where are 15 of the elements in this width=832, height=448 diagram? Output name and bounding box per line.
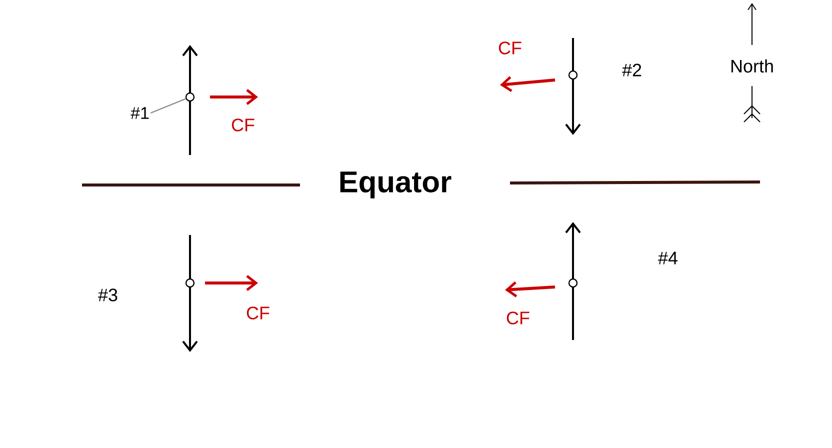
force-label: CF [506,312,530,324]
force-label: CF [498,42,522,54]
leader-line [150,98,186,114]
force-label: CF [246,306,270,320]
point-marker [568,278,578,288]
callout-number: #4 [658,252,678,264]
point-marker [568,70,578,80]
callout-number: #2 [622,64,642,76]
point-marker [185,278,195,288]
callout-number: #1 [130,107,149,119]
compass-label: North [731,59,773,73]
point-marker [185,92,195,102]
equator-label: Equator [332,166,458,204]
force-label: CF [232,118,254,132]
callout-number: #3 [98,288,118,302]
